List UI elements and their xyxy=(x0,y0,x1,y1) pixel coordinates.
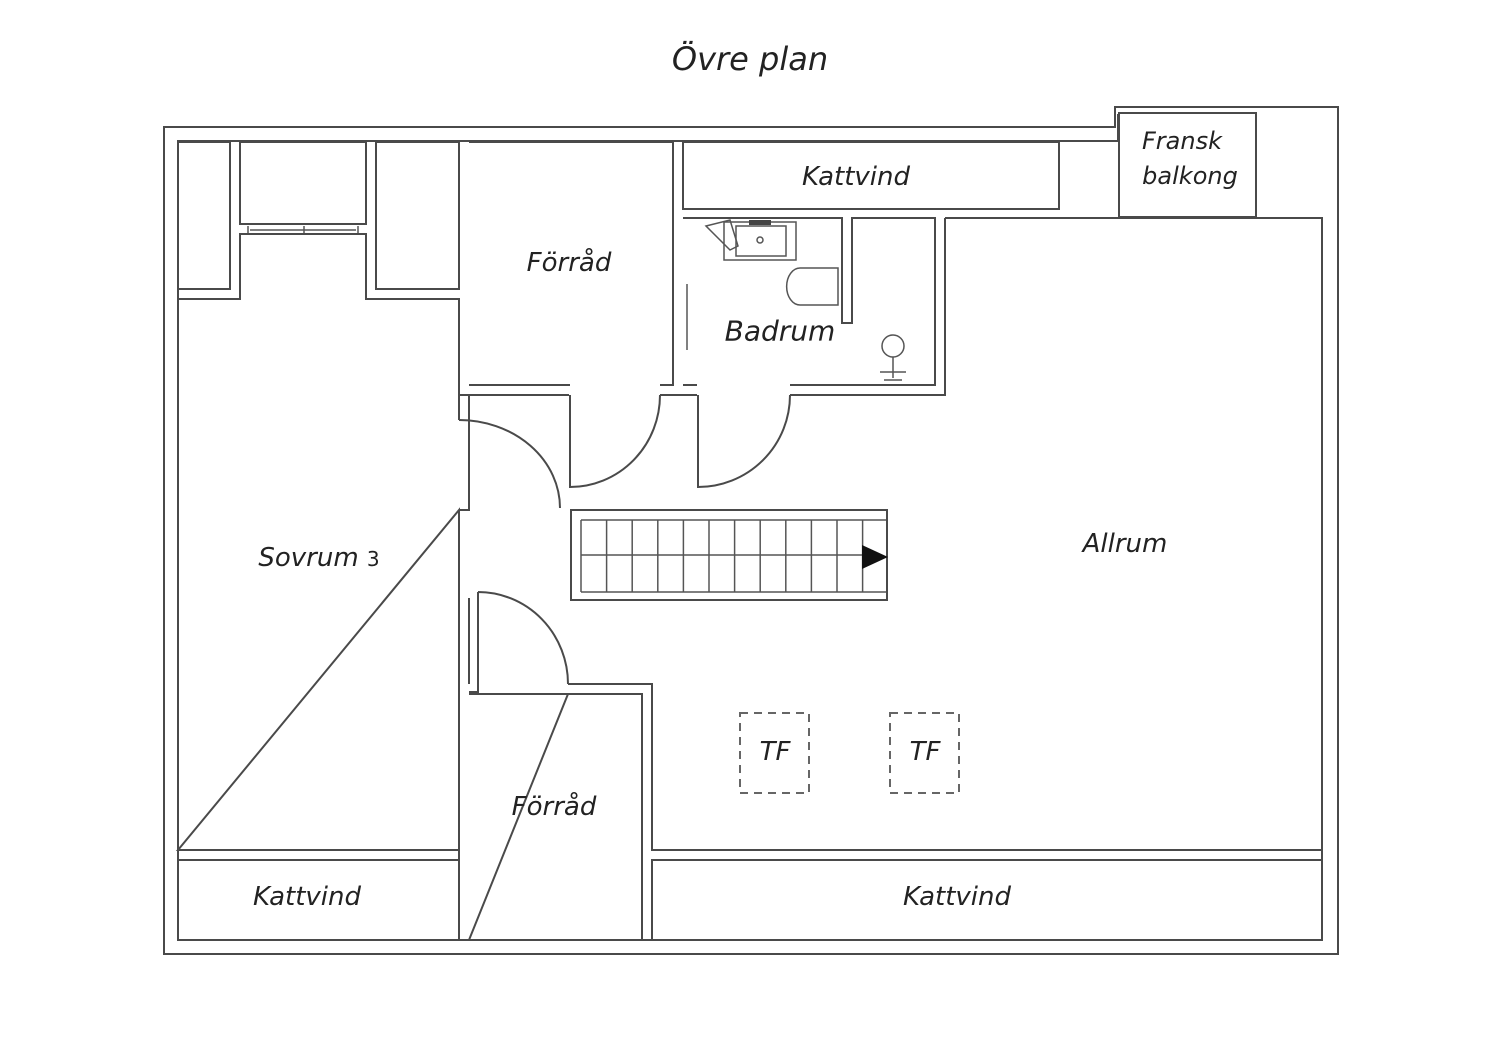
door-bathroom xyxy=(697,394,791,489)
plan-title: Övre plan xyxy=(671,40,829,78)
toilet xyxy=(785,267,839,306)
room-label-sovrum-number: 3 xyxy=(366,547,380,571)
room-label-kattvind-bottom-left: Kattvind xyxy=(252,882,362,912)
french-balcony-box xyxy=(1118,112,1257,218)
tf-marker-box-1 xyxy=(739,712,810,794)
room-label-forrad-bottom: Förråd xyxy=(511,792,597,822)
tf-marker-label-2: TF xyxy=(909,737,941,767)
stair-treads xyxy=(580,519,886,593)
kattvind-top-room xyxy=(682,141,1060,210)
faucet xyxy=(749,220,771,225)
storage-bottom xyxy=(467,693,643,941)
bathroom xyxy=(683,217,936,386)
room-label-forrad-top: Förråd xyxy=(526,248,612,278)
door-storage-bottom xyxy=(477,591,569,692)
stair-direction-arrow xyxy=(862,545,888,569)
room-label-allrum: Allrum xyxy=(1082,529,1168,559)
kattvind-bottom-left-room xyxy=(177,859,460,941)
room-label-kattvind-top: Kattvind xyxy=(801,162,911,192)
closet-left xyxy=(177,141,231,290)
hall-walls xyxy=(459,394,697,511)
bedroom-3 xyxy=(175,233,460,851)
washbasin-item xyxy=(704,219,739,251)
closet-right xyxy=(375,141,460,290)
room-label-fransk-balkong-2: balkong xyxy=(1142,162,1238,190)
outer-wall xyxy=(163,106,1339,955)
room-label-sovrum: Sovrum 3 xyxy=(258,543,379,573)
sink-drain xyxy=(756,236,764,244)
room-label-badrum: Badrum xyxy=(724,314,836,348)
kattvind-bottom-right-room xyxy=(651,859,1323,941)
tf-marker-label-1: TF xyxy=(759,737,791,767)
room-label-sovrum-name: Sovrum xyxy=(258,543,359,573)
storage-top xyxy=(469,141,674,386)
wardrobe xyxy=(239,141,367,225)
room-label-kattvind-bottom-right: Kattvind xyxy=(902,882,1012,912)
storage-bottom-wall xyxy=(458,598,470,940)
door-storage-top xyxy=(569,394,661,489)
wardrobe-rail xyxy=(247,226,359,235)
door-bedroom xyxy=(458,419,561,509)
room-label-fransk-balkong-1: Fransk xyxy=(1142,127,1222,155)
tf-marker-box-2 xyxy=(889,712,960,794)
shower-drain xyxy=(880,357,906,381)
